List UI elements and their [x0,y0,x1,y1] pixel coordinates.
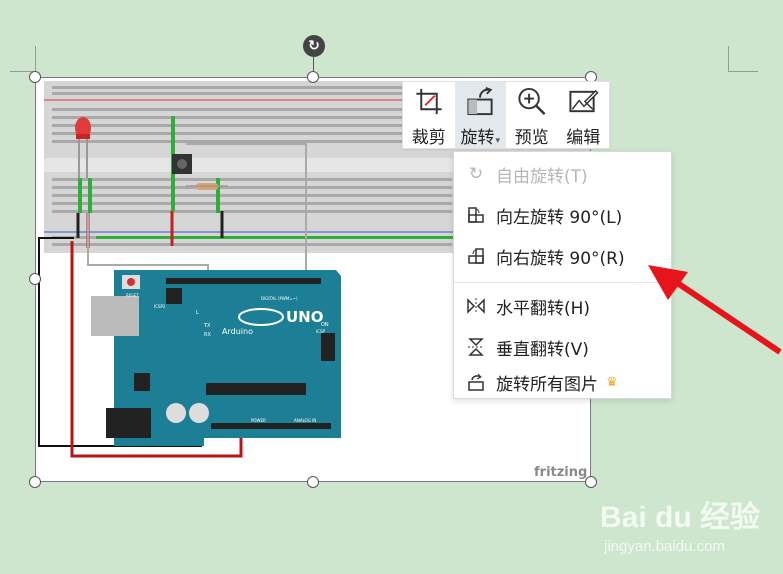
free-rotate-icon: ↻ [468,164,484,184]
icsp-label: ICSP [316,329,326,334]
edit-image-icon [569,89,599,113]
icsp2-label: ICSP2 [154,304,166,309]
rotate-button[interactable]: 旋转▾ [454,82,506,148]
rotate-handle[interactable]: ↻ [303,35,325,57]
resize-handle-bottom-center[interactable] [307,476,319,488]
flip-vertical-icon [466,337,486,357]
fritzing-label: fritzing [534,465,587,480]
crop-icon [416,88,442,115]
digital-label: DIGITAL (PWM=~) [261,296,298,301]
edit-button[interactable]: 编辑 [558,82,610,148]
rotate-handle-stem [313,57,314,77]
resize-handle-top-center[interactable] [307,71,319,83]
preview-button[interactable]: 预览 [506,82,558,148]
picture-toolbar: 裁剪 旋转▾ 预览 编辑 [402,81,610,149]
chevron-down-icon: ▾ [495,136,501,146]
resize-handle-top-left[interactable] [29,71,41,83]
crop-button[interactable]: 裁剪 [403,82,455,148]
led [75,117,91,139]
analog-label: ANALOG IN [294,418,316,423]
resize-handle-middle-left[interactable] [29,273,41,285]
resize-handle-bottom-left[interactable] [29,476,41,488]
menu-item-rotate-all[interactable]: 旋转所有图片 ♛ [454,367,671,397]
rotate-all-icon [466,372,486,392]
edit-label: 编辑 [566,128,601,148]
rotate-left-icon [466,205,486,225]
rx-label: RX [204,332,211,338]
rotate-label: 旋转▾ [460,128,501,148]
menu-item-rotate-left[interactable]: 向左旋转 90°(L) [454,200,671,230]
menu-item-free-rotate[interactable]: ↻ 自由旋转(T) [454,159,671,189]
crop-label: 裁剪 [411,128,446,148]
power-label: POWER [251,418,266,423]
rotate-icon [467,87,493,116]
page-corner-mark-top-left [10,46,36,72]
arduino-brand-text: Arduino [222,327,253,336]
preview-label: 预览 [514,128,549,148]
baidu-jingyan-watermark: Bai du 经验 jingyan.baidu.com [600,492,770,564]
zoom-icon [518,87,546,115]
tx-label: TX [203,323,211,329]
watermark-main-text: Bai du 经验 [600,501,761,534]
annotation-arrow [648,265,782,355]
on-label: ON [321,322,329,328]
premium-crown-icon: ♛ [606,374,618,390]
rotate-right-icon [466,246,486,266]
menu-separator [454,282,671,283]
flip-horizontal-icon [466,296,486,316]
menu-item-rotate-right[interactable]: 向右旋转 90°(R) [454,241,671,271]
page-corner-mark-top-right [728,46,758,72]
resize-handle-bottom-right[interactable] [585,476,597,488]
rotate-dropdown-menu: ↻ 自由旋转(T) 向左旋转 90°(L) 向右旋转 90°(R) 水平翻转(H… [453,151,672,399]
menu-item-flip-vertical[interactable]: 垂直翻转(V) [454,332,671,362]
reset-label: RESET [126,293,139,298]
arduino-uno-logo-text: UNO [286,308,324,326]
l-label: L [196,310,199,316]
watermark-url-text: jingyan.baidu.com [604,538,725,555]
arduino-board [114,270,341,446]
menu-item-flip-horizontal[interactable]: 水平翻转(H) [454,291,671,321]
